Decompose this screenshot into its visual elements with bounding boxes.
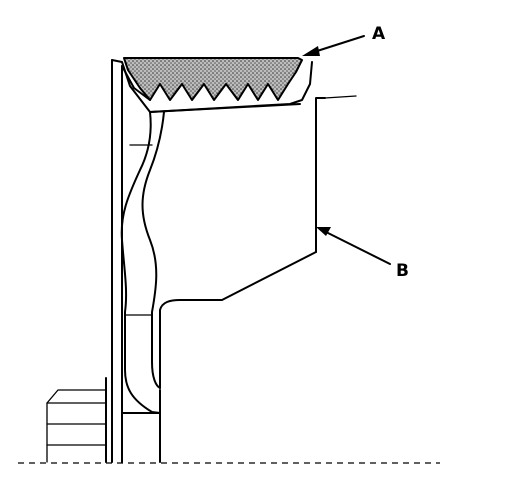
leader-b — [316, 227, 391, 265]
drive-belt — [123, 57, 303, 101]
callout-b-label: B — [396, 261, 409, 281]
callout-a-label: A — [372, 24, 386, 44]
leader-a — [302, 35, 365, 56]
pulley-body — [111, 59, 357, 463]
hub-block — [46, 377, 107, 463]
